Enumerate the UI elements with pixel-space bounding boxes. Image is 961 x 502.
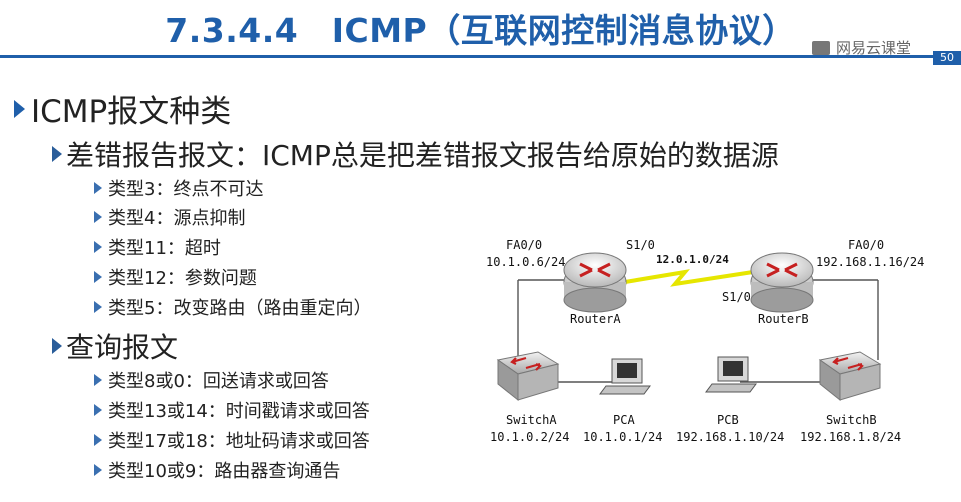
brand-name: 网易云课堂 — [836, 39, 912, 57]
pca-ip-label: 10.1.0.1/24 — [583, 430, 662, 444]
list-item: 类型17或18：地址码请求或回答 — [94, 427, 370, 453]
list-item-text: 类型3：终点不可达 — [108, 179, 264, 200]
bullet-arrow-icon — [94, 271, 102, 283]
bullet-arrow-icon — [94, 434, 102, 446]
main-heading: ICMP报文种类 — [14, 86, 231, 131]
brand-watermark: 网易云课堂 — [812, 37, 911, 58]
pcb-name-label: PCB — [717, 413, 739, 427]
brand-logo-icon — [812, 40, 830, 55]
network-links — [517, 279, 879, 383]
list-item-text: 类型4：源点抑制 — [108, 208, 246, 229]
header-divider — [0, 55, 961, 58]
list-item: 类型11：超时 — [94, 234, 221, 260]
list-item-text: 类型17或18：地址码请求或回答 — [108, 431, 370, 452]
section-query: 查询报文 — [52, 326, 178, 366]
routera-ip-label: 10.1.0.6/24 — [486, 255, 565, 269]
bullet-arrow-icon — [94, 464, 102, 476]
pcb-ip-label: 192.168.1.10/24 — [676, 430, 784, 444]
bullet-arrow-icon — [52, 146, 62, 162]
list-item-text: 类型11：超时 — [108, 238, 221, 259]
router-b-icon — [750, 252, 814, 313]
routerb-ip-label: 192.168.1.16/24 — [816, 255, 924, 269]
bullet-arrow-icon — [94, 211, 102, 223]
list-item: 类型13或14：时间戳请求或回答 — [94, 397, 370, 423]
routera-name-label: RouterA — [570, 312, 621, 326]
list-item: 类型4：源点抑制 — [94, 204, 245, 230]
switch-b-icon — [818, 351, 882, 402]
pca-name-label: PCA — [613, 413, 635, 427]
router-a-icon — [563, 252, 627, 313]
bullet-arrow-icon — [94, 374, 102, 386]
switchb-ip-label: 192.168.1.8/24 — [800, 430, 901, 444]
list-item: 类型10或9：路由器查询通告 — [94, 457, 340, 483]
switch-a-icon — [496, 351, 560, 402]
list-item-text: 类型12：参数问题 — [108, 268, 257, 289]
serial-network-label: 12.0.1.0/24 — [656, 253, 729, 266]
routerb-name-label: RouterB — [758, 312, 809, 326]
switcha-ip-label: 10.1.0.2/24 — [490, 430, 569, 444]
serial-link-icon — [624, 269, 754, 287]
bullet-arrow-icon — [52, 338, 62, 354]
bullet-arrow-icon — [94, 241, 102, 253]
bullet-arrow-icon — [94, 301, 102, 313]
list-item: 类型8或0：回送请求或回答 — [94, 367, 329, 393]
bullet-arrow-icon — [94, 404, 102, 416]
list-item: 类型12：参数问题 — [94, 264, 257, 290]
page-number: 50 — [933, 51, 961, 65]
section-label: 差错报告报文：ICMP总是把差错报文报告给原始的数据源 — [66, 139, 779, 172]
routera-port-label: FA0/0 — [506, 238, 542, 252]
routerb-port-label: FA0/0 — [848, 238, 884, 252]
list-item-text: 类型13或14：时间戳请求或回答 — [108, 401, 370, 422]
pc-b-icon — [705, 356, 757, 393]
switcha-name-label: SwitchA — [506, 413, 557, 427]
list-item-text: 类型5：改变路由（路由重定向） — [108, 298, 372, 319]
section-error-report: 差错报告报文：ICMP总是把差错报文报告给原始的数据源 — [52, 134, 779, 174]
routera-serial-label: S1/0 — [626, 238, 655, 252]
switchb-name-label: SwitchB — [826, 413, 877, 427]
main-heading-text: ICMP报文种类 — [31, 94, 232, 130]
bullet-arrow-icon — [94, 182, 102, 194]
section-label: 查询报文 — [66, 331, 179, 364]
list-item: 类型3：终点不可达 — [94, 175, 263, 201]
pc-a-icon — [599, 358, 651, 395]
list-item-text: 类型10或9：路由器查询通告 — [108, 461, 341, 482]
routerb-serial-label: S1/0 — [722, 290, 751, 304]
network-topology-diagram: FA0/0 10.1.0.6/24 S1/0 12.0.1.0/24 S1/0 … — [486, 238, 924, 444]
bullet-arrow-icon — [14, 99, 25, 118]
list-item-text: 类型8或0：回送请求或回答 — [108, 371, 329, 392]
page-title: 7.3.4.4 ICMP（互联网控制消息协议） — [165, 11, 796, 50]
list-item: 类型5：改变路由（路由重定向） — [94, 294, 371, 320]
